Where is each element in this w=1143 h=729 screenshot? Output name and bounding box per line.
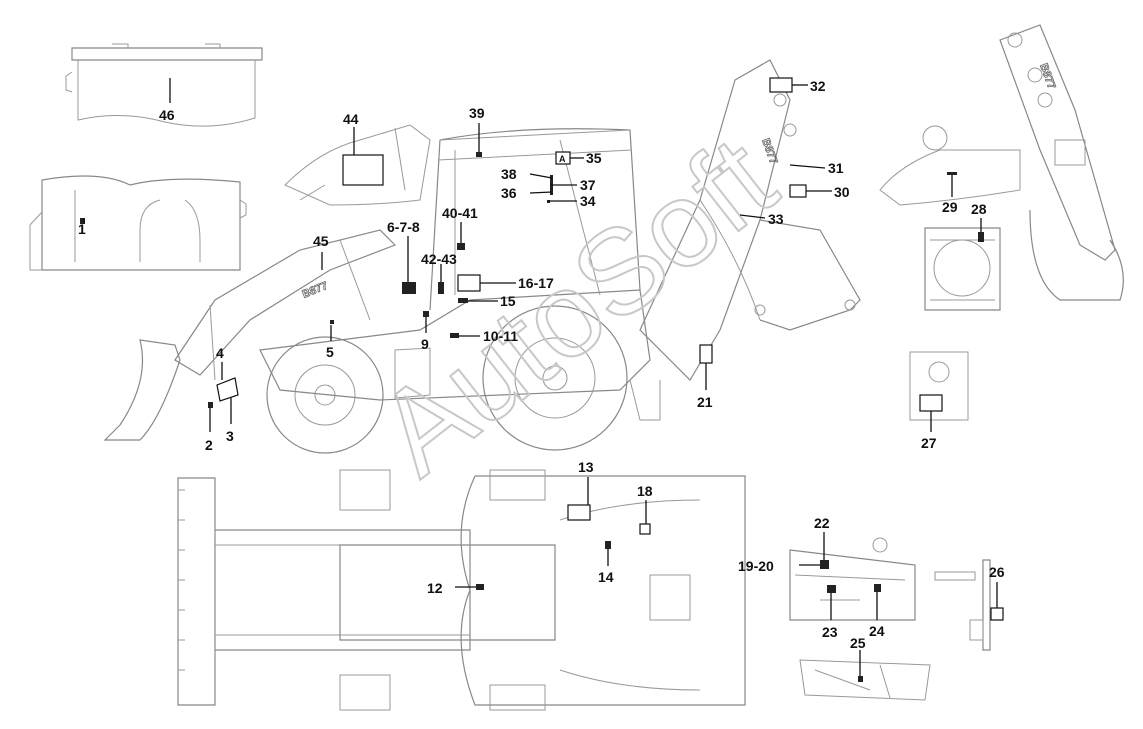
callout-4: 4: [216, 345, 224, 361]
top-view: [177, 469, 746, 711]
watermark: AutoSoft: [354, 111, 799, 500]
callout-34: 34: [580, 193, 596, 209]
decal-30: [789, 184, 807, 198]
callout-45: 45: [313, 233, 329, 249]
decal-24: [874, 584, 881, 592]
decal-23: [827, 585, 836, 593]
decal-14: [605, 541, 611, 549]
decal-15: [458, 298, 468, 303]
callout-42-43: 42-43: [421, 251, 457, 267]
decal-2: [208, 402, 213, 408]
decal-10-11: [450, 333, 459, 338]
decal-29: [947, 172, 957, 175]
callout-44: 44: [343, 111, 359, 127]
decal-44: [342, 154, 384, 186]
callout-19-20: 19-20: [738, 558, 774, 574]
rear-panel-detail: [789, 537, 916, 621]
callout-36: 36: [501, 185, 517, 201]
decal-9: [423, 311, 429, 317]
cab-interior-detail: [284, 124, 431, 206]
callout-30: 30: [834, 184, 850, 200]
callout-13: 13: [578, 459, 594, 475]
callout-5: 5: [326, 344, 334, 360]
decal-21: [699, 344, 713, 364]
quick-hitch-detail: [879, 125, 1021, 311]
decal-40-41: [457, 243, 465, 250]
decal-28: [978, 232, 984, 242]
callout-2: 2: [205, 437, 213, 453]
dipper-arm-detail: [999, 24, 1124, 301]
model-badge-dipper: B877: [1037, 62, 1057, 91]
callout-24: 24: [869, 623, 885, 639]
callout-40-41: 40-41: [442, 205, 478, 221]
decal-32: [769, 77, 793, 93]
decal-35-mark: A: [559, 154, 566, 164]
callout-15: 15: [500, 293, 516, 309]
decal-42-43: [438, 282, 444, 294]
callout-22: 22: [814, 515, 830, 531]
callout-3: 3: [226, 428, 234, 444]
decal-25: [858, 676, 863, 682]
decal-markers: A: [80, 77, 1004, 682]
decal-5: [330, 320, 334, 324]
decal-1: [80, 218, 85, 224]
decal-39: [476, 152, 482, 157]
decal-13: [567, 504, 591, 521]
callout-33: 33: [768, 211, 784, 227]
callout-21: 21: [697, 394, 713, 410]
callout-12: 12: [427, 580, 443, 596]
callout-35: 35: [586, 150, 602, 166]
callout-27: 27: [921, 435, 937, 451]
callout-16-17: 16-17: [518, 275, 554, 291]
callout-37: 37: [580, 177, 596, 193]
linkage-detail: [799, 659, 931, 701]
decal-12: [476, 584, 484, 590]
post-detail: [934, 559, 991, 651]
callout-28: 28: [971, 201, 987, 217]
machine-line-art: [29, 24, 1124, 711]
decal-3-4: [216, 377, 239, 402]
callout-10-11: 10-11: [483, 328, 518, 344]
callout-39: 39: [469, 105, 485, 121]
callout-6-7-8: 6-7-8: [387, 219, 420, 235]
callout-32: 32: [810, 78, 826, 94]
plate-detail: [909, 351, 969, 421]
decal-26: [990, 607, 1004, 621]
callout-38: 38: [501, 166, 517, 182]
callout-18: 18: [637, 483, 653, 499]
cab-roof-detail: [65, 43, 263, 127]
decal-16-17: [457, 274, 481, 292]
decal-18: [639, 523, 651, 535]
callout-1: 1: [78, 221, 86, 237]
callout-46: 46: [159, 107, 175, 123]
side-panel-detail: [29, 175, 247, 271]
decal-6-7-8: [402, 282, 416, 294]
callout-25: 25: [850, 635, 866, 651]
callout-9: 9: [421, 336, 429, 352]
model-badge-loader: B877: [301, 280, 330, 301]
decal-19-22: [820, 560, 829, 569]
callout-26: 26: [989, 564, 1005, 580]
model-badge-boom: B877: [759, 137, 779, 166]
callout-14: 14: [598, 569, 614, 585]
callout-29: 29: [942, 199, 958, 215]
callout-labels: 46 1 44 39 45 6-7-8 40-41 42-43 16-17 15…: [78, 78, 1005, 651]
callout-23: 23: [822, 624, 838, 640]
callout-31: 31: [828, 160, 844, 176]
leader-lines: [83, 78, 998, 676]
decal-27: [919, 394, 943, 412]
